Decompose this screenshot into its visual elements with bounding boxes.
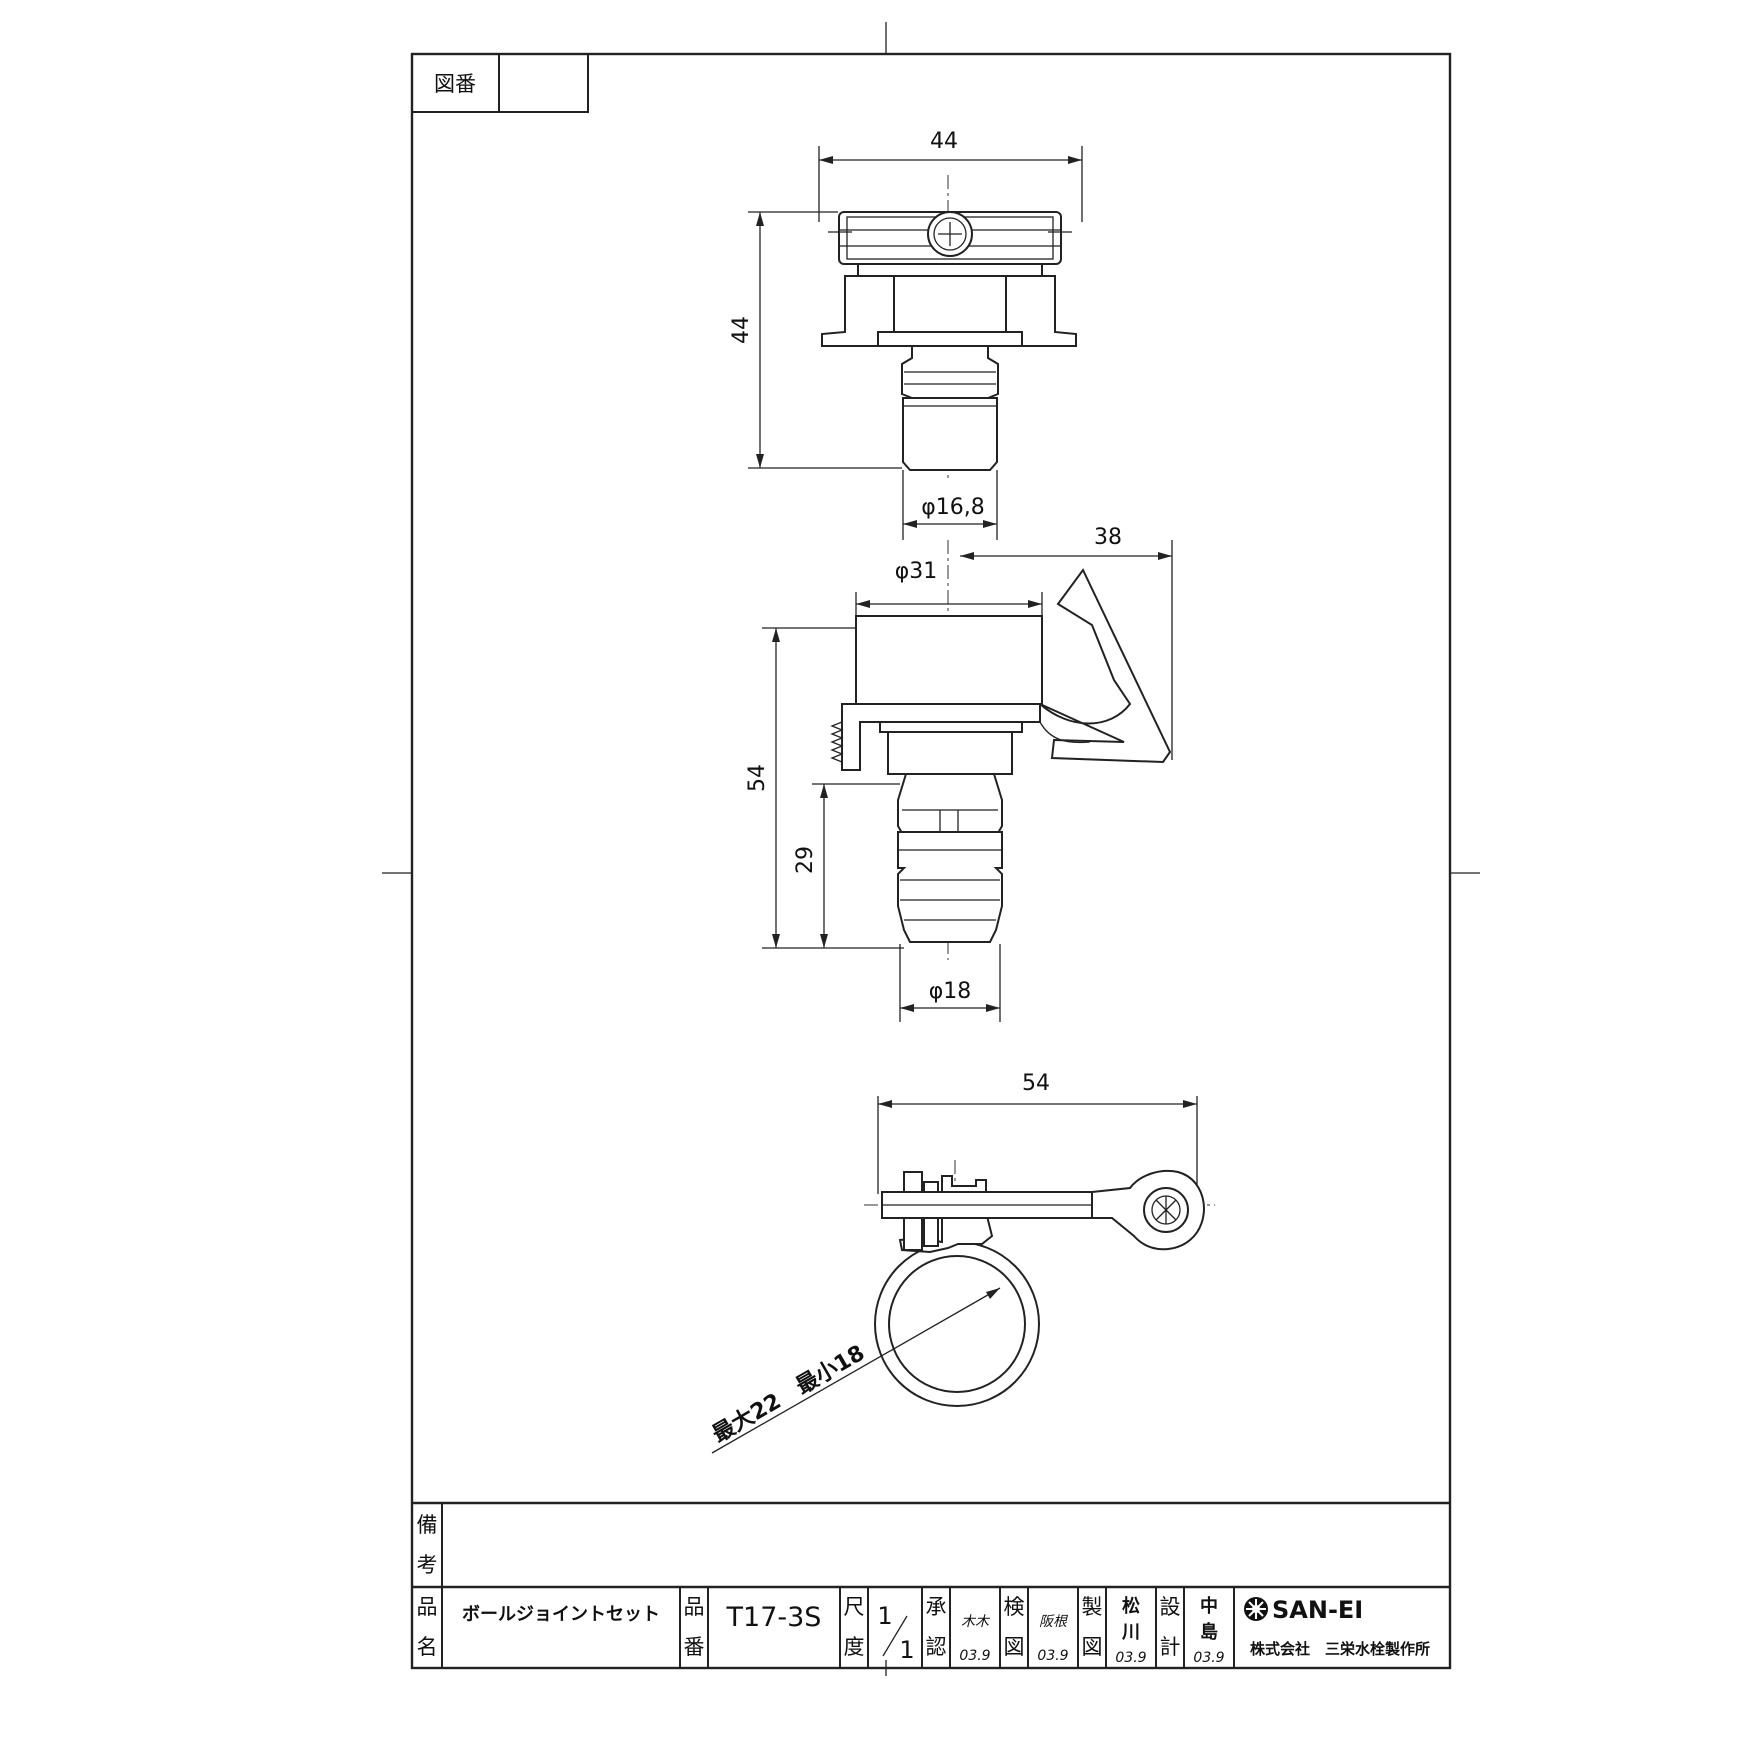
- drafter-2: 川: [1121, 1622, 1140, 1643]
- joint-body-view: [830, 540, 1172, 960]
- part-number: T17-3S: [726, 1602, 822, 1633]
- designer-2: 島: [1200, 1621, 1218, 1643]
- remarks-label-2: 考: [417, 1553, 438, 1577]
- designer-1: 中: [1200, 1595, 1218, 1617]
- number-label-2: 番: [684, 1635, 705, 1659]
- cap-dimensions: 44 44 φ16,8: [729, 129, 1083, 540]
- cap-side-view: [821, 175, 1077, 478]
- dim-top-height: 44: [729, 316, 754, 344]
- inspect-label-1: 検: [1004, 1595, 1025, 1619]
- name-label-1: 品: [417, 1595, 438, 1619]
- dim-clamp-width: 54: [1022, 1071, 1050, 1096]
- inspect-label-2: 図: [1004, 1635, 1025, 1659]
- remarks-label-1: 備: [417, 1513, 438, 1537]
- design-label-2: 計: [1160, 1635, 1181, 1659]
- approve-label-2: 認: [926, 1635, 947, 1659]
- dim-mid-diameter: φ31: [895, 559, 938, 584]
- drafter-date: 03.9: [1115, 1650, 1146, 1666]
- centering-marks: [382, 22, 1480, 1676]
- dim-mid-tail: 29: [793, 846, 818, 874]
- sheet-border: [410, 52, 1452, 1670]
- dim-top-width: 44: [930, 129, 958, 154]
- product-name: ボールジョイントセット: [462, 1604, 660, 1625]
- scale-label-1: 尺: [844, 1595, 865, 1619]
- company-name: 株式会社 三栄水栓製作所: [1250, 1640, 1430, 1658]
- inspect-date: 03.9: [1037, 1648, 1068, 1664]
- title-block: 品 名 ボールジョイントセット 品 番 T17-3S 尺 度 1 1 承 認 木…: [412, 1585, 1450, 1668]
- approve-sign: 木木: [961, 1614, 991, 1630]
- scale-numerator: 1: [877, 1602, 892, 1630]
- scale-label-2: 度: [844, 1635, 865, 1659]
- dim-mid-hose: φ18: [929, 979, 972, 1004]
- dim-top-diameter: φ16,8: [921, 495, 985, 520]
- scale-divider: [882, 1615, 908, 1657]
- scale-denominator: 1: [899, 1636, 914, 1664]
- design-label-1: 設: [1160, 1595, 1181, 1619]
- designer-date: 03.9: [1193, 1650, 1224, 1666]
- name-label-2: 名: [417, 1635, 438, 1659]
- logo-text: SAN-EI: [1272, 1596, 1363, 1624]
- dim-mid-height: 54: [745, 764, 770, 792]
- drafting-label-2: 図: [1082, 1635, 1103, 1659]
- approve-date: 03.9: [959, 1648, 990, 1664]
- hose-clamp-view: [864, 1160, 1215, 1407]
- number-label-1: 品: [684, 1595, 705, 1619]
- drafting-label-1: 製: [1082, 1595, 1103, 1619]
- joint-body-dimensions: φ31 38 54 29 φ18: [745, 525, 1173, 1022]
- remarks-row: 備 考: [412, 1501, 1450, 1587]
- dim-mid-reach: 38: [1094, 525, 1122, 550]
- dim-clamp-range: 最大22 最小18: [708, 1341, 869, 1448]
- drawing-number-box: 図番: [411, 53, 589, 113]
- approve-label-1: 承: [926, 1595, 947, 1619]
- san-ei-logo-icon: [1244, 1597, 1268, 1621]
- drafter-1: 松: [1122, 1595, 1140, 1617]
- drawing-number-label: 図番: [434, 72, 476, 96]
- inspect-sign: 阪根: [1039, 1614, 1069, 1630]
